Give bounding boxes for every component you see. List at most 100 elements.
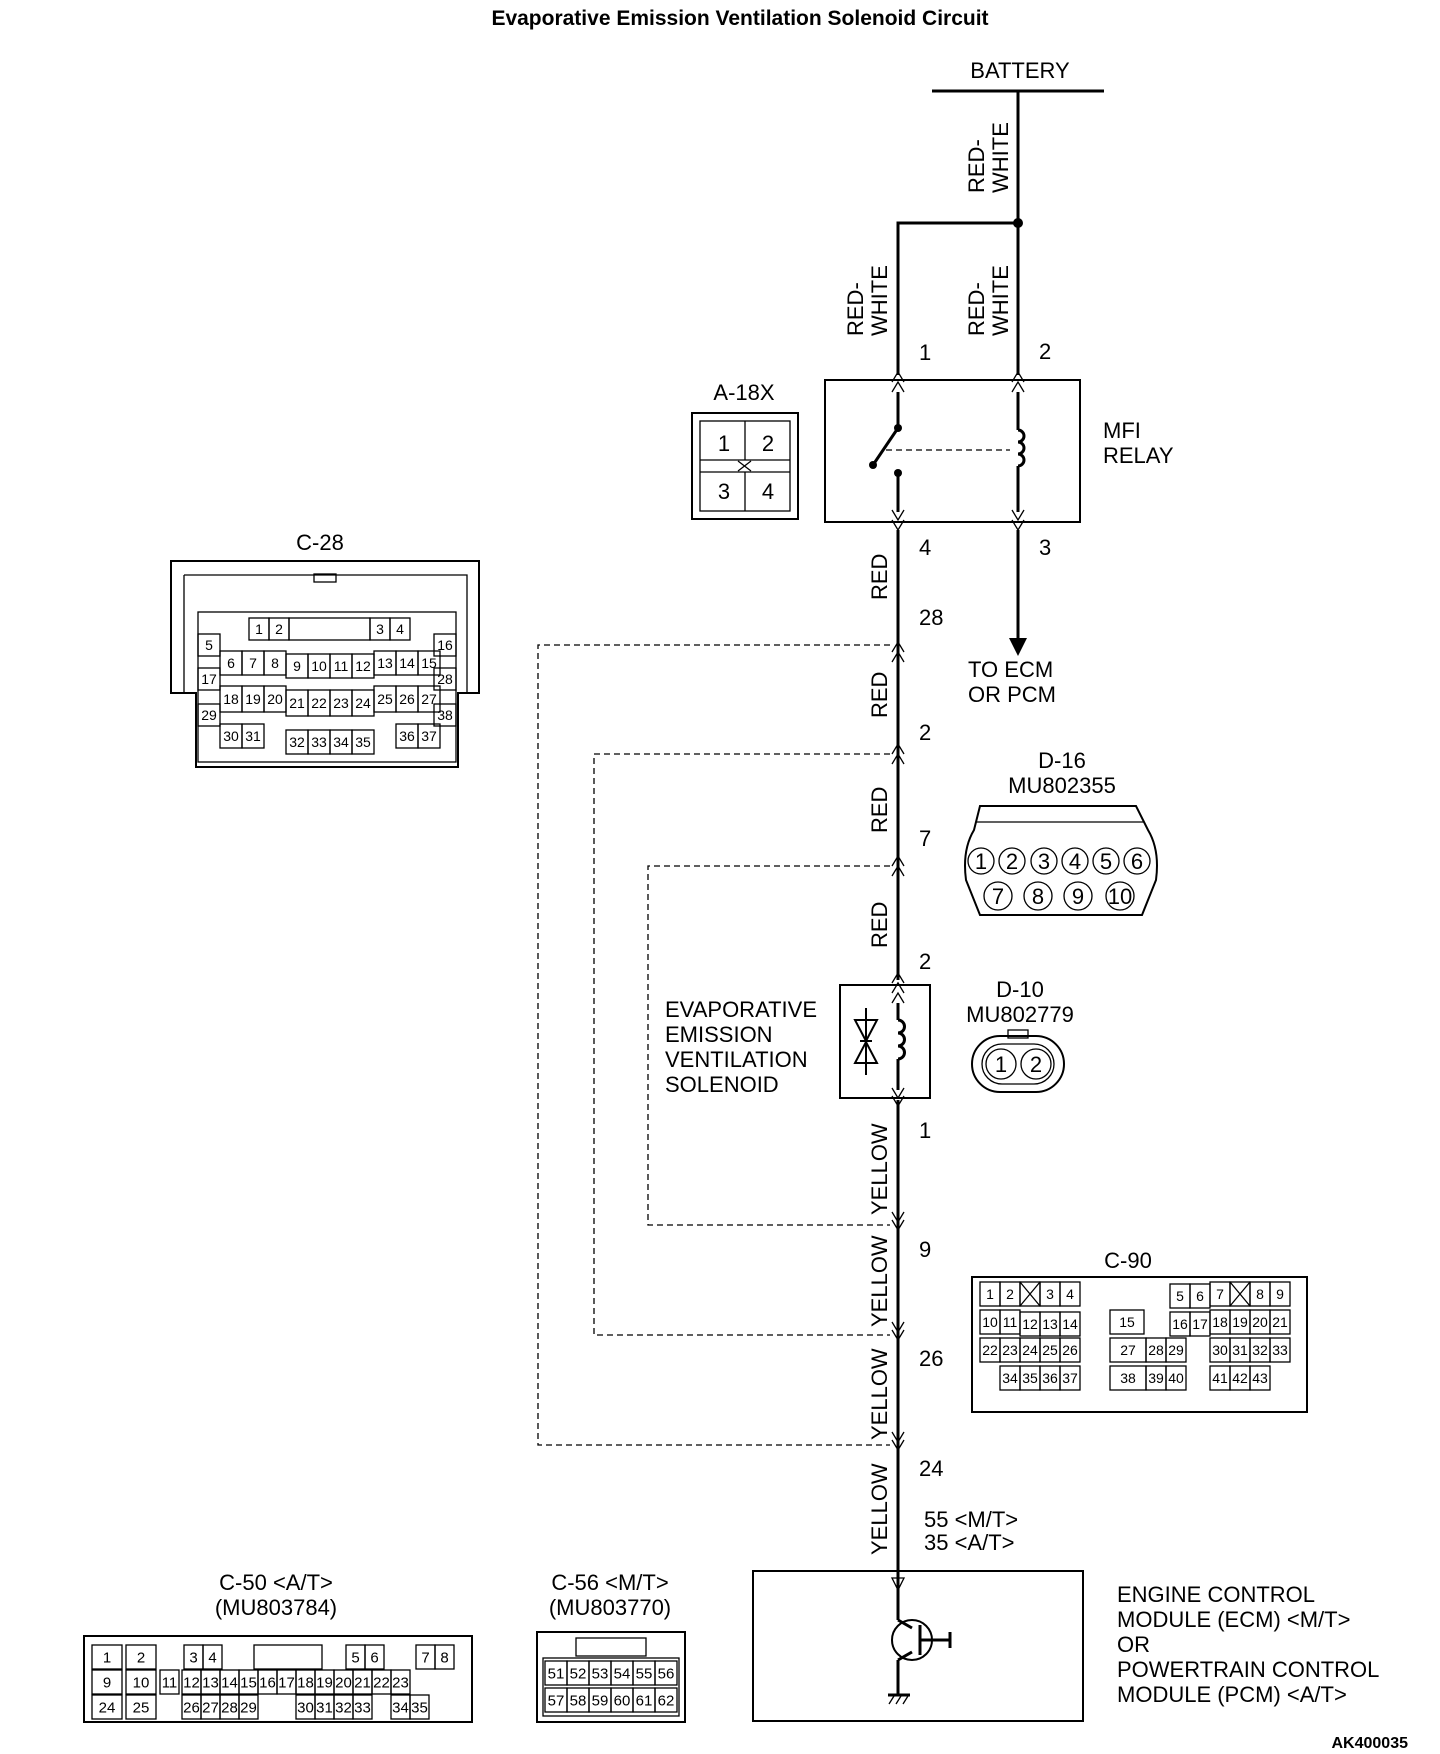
c90-pin-33-cell	[1269, 1337, 1291, 1363]
c90-pin-38: 38	[1120, 1370, 1136, 1386]
junction-arrow-28	[891, 640, 905, 663]
c90-pin-22: 22	[982, 1342, 998, 1358]
c90-pin-9-cell	[1269, 1281, 1291, 1307]
c50-pin-27: 27	[202, 1699, 219, 1716]
c90-pin-2: 2	[1006, 1286, 1014, 1302]
c90-pin-4: 4	[1066, 1286, 1074, 1302]
c90-pin-29-cell	[1165, 1337, 1187, 1363]
d16-pin-7: 7	[992, 884, 1004, 909]
c50-pin-2-cell	[125, 1644, 157, 1670]
c90-pin-36: 36	[1042, 1370, 1058, 1386]
solenoid-top-arrow	[891, 981, 905, 1004]
c90-pin-23: 23	[1002, 1342, 1018, 1358]
c90-pin-14-cell	[1059, 1311, 1081, 1337]
c28-pin-9: 9	[293, 658, 301, 674]
junction-arrow-9	[891, 1211, 905, 1232]
c28-pin-34: 34	[333, 734, 349, 750]
d10-pin-2-circle	[1020, 1048, 1052, 1080]
c50-pin-1: 1	[103, 1649, 111, 1666]
c28-pin-1: 1	[255, 621, 263, 637]
c50-pin-5: 5	[351, 1649, 359, 1666]
c90-pin-9: 9	[1276, 1286, 1284, 1302]
c28-pin-7: 7	[249, 655, 257, 671]
c50-pin-34: 34	[392, 1699, 409, 1716]
c50-pin-9: 9	[103, 1674, 111, 1691]
c56-outline	[536, 1631, 686, 1723]
c90-pin-39: 39	[1148, 1370, 1164, 1386]
c90-pin-25: 25	[1042, 1342, 1058, 1358]
d16-pin-2: 2	[1006, 849, 1018, 874]
c90-name: C-90	[1104, 1248, 1152, 1273]
d16-body	[964, 805, 1158, 916]
c28-pin-16-cell	[433, 633, 457, 657]
c90-pin-12: 12	[1022, 1316, 1038, 1332]
c28-blank-cell	[288, 617, 371, 641]
solenoid-label-1: EVAPORATIVE	[665, 997, 817, 1022]
c50-pin-29: 29	[240, 1699, 257, 1716]
d10-latch	[1007, 1029, 1029, 1039]
c90-pin-41: 41	[1212, 1370, 1228, 1386]
junction-pin-9: 9	[919, 1237, 931, 1262]
c28-pin-33: 33	[311, 734, 327, 750]
c28-pin-27-cell	[417, 685, 441, 713]
c28-pin-16: 16	[437, 637, 453, 653]
junction-pin-7: 7	[919, 826, 931, 851]
c28-pin-3: 3	[376, 621, 384, 637]
d16-pin-5: 5	[1100, 849, 1112, 874]
battery-label: BATTERY	[970, 58, 1070, 83]
c50-pin-16: 16	[259, 1674, 276, 1691]
c28-pin-32: 32	[289, 734, 305, 750]
c90-pin-8: 8	[1256, 1286, 1264, 1302]
c90-pin-11: 11	[1003, 1314, 1018, 1330]
c90-pin-37: 37	[1062, 1370, 1078, 1386]
solenoid-valve-tri-top	[853, 1019, 879, 1044]
c28-pin-22: 22	[311, 695, 327, 711]
relay-coil	[1017, 428, 1026, 468]
c28-pin-29: 29	[201, 707, 217, 723]
c50-pin-20: 20	[335, 1674, 352, 1691]
wire-label-yellow-1: YELLOW	[867, 1123, 892, 1215]
c90-pin-18: 18	[1212, 1314, 1228, 1330]
c28-inner-frame	[183, 574, 468, 693]
c50-pin-6: 6	[370, 1649, 378, 1666]
solenoid-label-3: VENTILATION	[665, 1047, 808, 1072]
relay-pin1-wire	[896, 221, 1018, 375]
c50-pin-1-cell	[91, 1644, 123, 1670]
c90-pin-1: 1	[986, 1286, 994, 1302]
a18x-x-mark	[737, 460, 752, 472]
junction-pin-28: 28	[919, 605, 943, 630]
c90-pin-32: 32	[1252, 1342, 1268, 1358]
c28-pin-23: 23	[333, 695, 349, 711]
junction-pin-2b: 2	[919, 949, 931, 974]
c56-pin-51: 51	[548, 1665, 565, 1682]
c90-pin-42: 42	[1232, 1370, 1248, 1386]
dashed-loop-middle	[593, 753, 890, 1336]
ecm-pin-mt: 55 <M/T>	[924, 1507, 1018, 1532]
c90-pin-13: 13	[1042, 1316, 1058, 1332]
solenoid-bottom-arrow	[891, 1087, 905, 1108]
relay-pin2-arrow	[1011, 370, 1025, 393]
c56-pin-52: 52	[570, 1665, 587, 1682]
c56-pin-53: 53	[592, 1665, 609, 1682]
c50-pin-23: 23	[392, 1674, 409, 1691]
c28-pin-28-cell	[433, 667, 457, 691]
c28-pin-12: 12	[355, 658, 371, 674]
c50-pin-7: 7	[421, 1649, 429, 1666]
junction-arrow-2a	[891, 742, 905, 765]
solenoid-label-4: SOLENOID	[665, 1072, 779, 1097]
c28-pin-29-cell	[197, 703, 221, 727]
solenoid-label-2: EMISSION	[665, 1022, 773, 1047]
c28-pin-5: 5	[205, 637, 213, 653]
a18x-pin-4: 4	[762, 479, 774, 504]
c90-pin-33: 33	[1272, 1342, 1288, 1358]
ecm-transistor-emitter	[897, 1650, 913, 1662]
c50-pin-9-cell	[91, 1669, 123, 1695]
ecm-pin-at: 35 <A/T>	[924, 1530, 1015, 1555]
junction-pin-24: 24	[919, 1456, 943, 1481]
ecm-label-3: OR	[1117, 1632, 1150, 1657]
c50-pin-31: 31	[316, 1699, 333, 1716]
c90-pin-40-cell	[1165, 1365, 1187, 1391]
